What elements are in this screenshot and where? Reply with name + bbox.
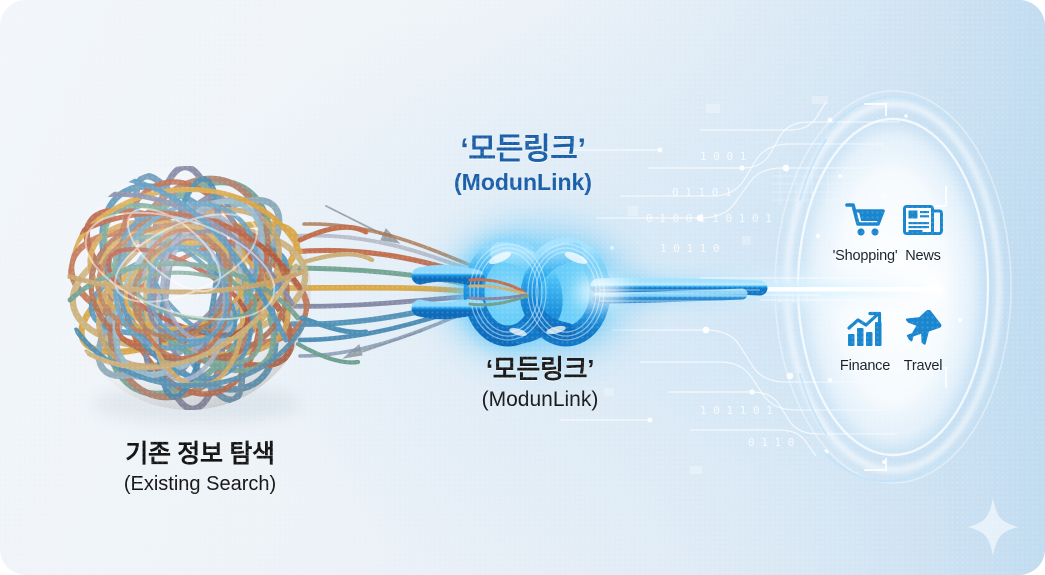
label-modunlink-top-ko: ‘모든링크’ xyxy=(460,133,586,166)
svg-text:0 1 1 0 1: 0 1 1 0 1 xyxy=(672,186,732,199)
label-modunlink-center: ‘모든링크’ (ModunLink) xyxy=(345,354,735,412)
portal-item-shopping[interactable]: 'Shopping' xyxy=(831,200,899,264)
shopping-cart-icon xyxy=(831,200,899,242)
portal-item-travel[interactable]: Travel xyxy=(889,310,957,374)
portal-item-finance[interactable]: Finance xyxy=(831,310,899,374)
label-modunlink-center-ko: ‘모든링크’ xyxy=(485,354,595,384)
four-point-star-sparkle xyxy=(968,498,1018,556)
svg-text:0 1 0 0 1 1 0 1 0 1: 0 1 0 0 1 1 0 1 0 1 xyxy=(646,212,772,225)
background-blocks xyxy=(604,96,828,474)
svg-text:1 0 0 1: 1 0 0 1 xyxy=(700,150,746,163)
label-existing-search-ko: 기존 정보 탐색 xyxy=(125,440,275,468)
portal-item-news[interactable]: News xyxy=(889,200,957,264)
newspaper-icon xyxy=(889,200,957,242)
svg-text:1 0 1 1 0 1: 1 0 1 1 0 1 xyxy=(700,404,773,417)
label-modunlink-top-en: (ModunLink) xyxy=(454,168,592,195)
svg-text:1 0 1 1 0: 1 0 1 1 0 xyxy=(660,242,720,255)
airplane-icon xyxy=(889,310,957,352)
portal-item-news-label: News xyxy=(905,248,941,264)
label-existing-search: 기존 정보 탐색 (Existing Search) xyxy=(10,440,390,495)
label-modunlink-center-en: (ModunLink) xyxy=(481,388,599,412)
bar-chart-arrow-icon xyxy=(831,310,899,352)
circuit-traces xyxy=(560,101,900,457)
label-existing-search-en: (Existing Search) xyxy=(123,473,277,495)
label-modunlink-top: ‘모든링크’ (ModunLink) xyxy=(328,133,718,195)
portal-item-shopping-label: 'Shopping' xyxy=(832,248,898,264)
svg-text:0 1 1 0: 0 1 1 0 xyxy=(748,436,794,449)
portal-item-finance-label: Finance xyxy=(839,358,891,374)
portal-item-travel-label: Travel xyxy=(903,358,943,374)
